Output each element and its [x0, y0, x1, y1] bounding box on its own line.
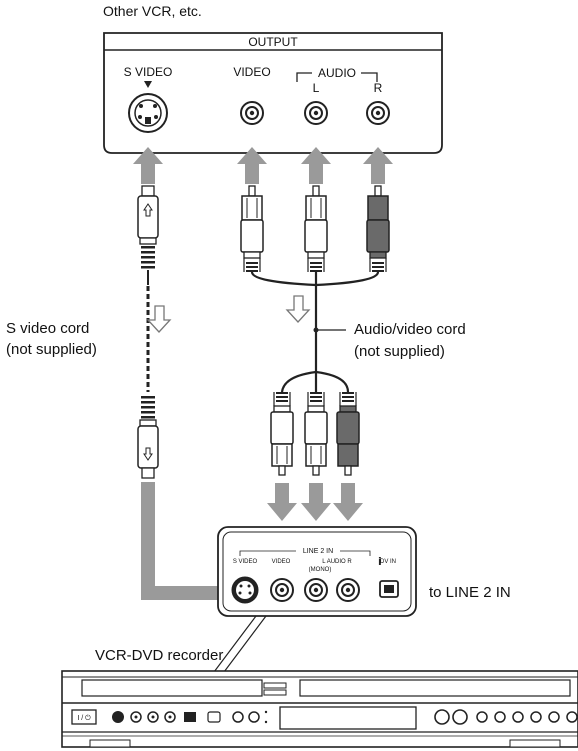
s-video-direction-icon: [146, 305, 172, 333]
audio-l-label: L: [313, 81, 320, 95]
dv-in-label: DV IN: [380, 559, 396, 565]
recorder-name-label: VCR-DVD recorder: [95, 647, 223, 664]
transport-button-4[interactable]: [494, 711, 506, 723]
power-button-label: I / ⏻: [77, 714, 91, 722]
video-output-jack: [240, 101, 264, 125]
front-display: [279, 706, 417, 730]
s-video-indicator-icon: [144, 81, 152, 88]
line2-video-jack: [270, 578, 294, 602]
transport-button-3[interactable]: [476, 711, 488, 723]
dv-in-jack: [379, 580, 399, 598]
transport-button-5[interactable]: [512, 711, 524, 723]
audio-r-label: R: [374, 81, 383, 95]
vcr-dvd-recorder: I / ⏻: [61, 670, 578, 748]
source-device-title: Other VCR, etc.: [103, 3, 202, 19]
dv-logo-icon: i: [378, 555, 382, 568]
audio-output-label: AUDIO: [318, 66, 356, 80]
s-video-cord-sublabel: (not supplied): [6, 341, 97, 358]
connection-arrows-up: [133, 147, 393, 184]
av-cord-label: Audio/video cord: [354, 321, 466, 338]
line2-in-panel: LINE 2 IN S VIDEO VIDEO L AUDIO R (MONO)…: [217, 526, 417, 617]
front-dv-in-jack: [184, 712, 196, 722]
s-video-output-label: S VIDEO: [124, 65, 173, 79]
line2-s-video-label: S VIDEO: [233, 559, 258, 565]
av-cord-sublabel: (not supplied): [354, 343, 445, 360]
audio-l-output-jack: [304, 101, 328, 125]
transport-button-2[interactable]: [452, 709, 468, 725]
video-output-label: VIDEO: [233, 65, 270, 79]
s-video-cord-label: S video cord: [6, 320, 89, 337]
line2-audio-r-jack: [336, 578, 360, 602]
audio-video-cord: [240, 185, 390, 476]
line2-video-label: VIDEO: [272, 559, 291, 565]
transport-button-8[interactable]: [566, 711, 578, 723]
transport-button-1[interactable]: [434, 709, 450, 725]
front-button-small[interactable]: [207, 711, 221, 723]
output-panel-label: OUTPUT: [248, 35, 298, 49]
transport-button-6[interactable]: [530, 711, 542, 723]
destination-label: to LINE 2 IN: [429, 584, 511, 601]
power-button[interactable]: [71, 709, 97, 725]
transport-button-7[interactable]: [548, 711, 560, 723]
audio-r-output-jack: [366, 101, 390, 125]
front-s-video-jack: [112, 711, 124, 723]
line2-header-label: LINE 2 IN: [303, 548, 333, 555]
front-knob-1[interactable]: [232, 711, 244, 723]
line2-audio-label: L AUDIO R: [322, 559, 352, 565]
s-video-output-jack: [128, 93, 168, 133]
connection-arrows-down: [267, 483, 363, 521]
av-direction-icon: [285, 295, 311, 323]
s-video-cord: [137, 185, 159, 479]
front-knob-2[interactable]: [248, 711, 260, 723]
line2-mono-label: (MONO): [309, 567, 332, 573]
source-output-panel: OUTPUT S VIDEO VIDEO AUDIO L R: [103, 32, 443, 154]
line2-audio-l-jack: [304, 578, 328, 602]
